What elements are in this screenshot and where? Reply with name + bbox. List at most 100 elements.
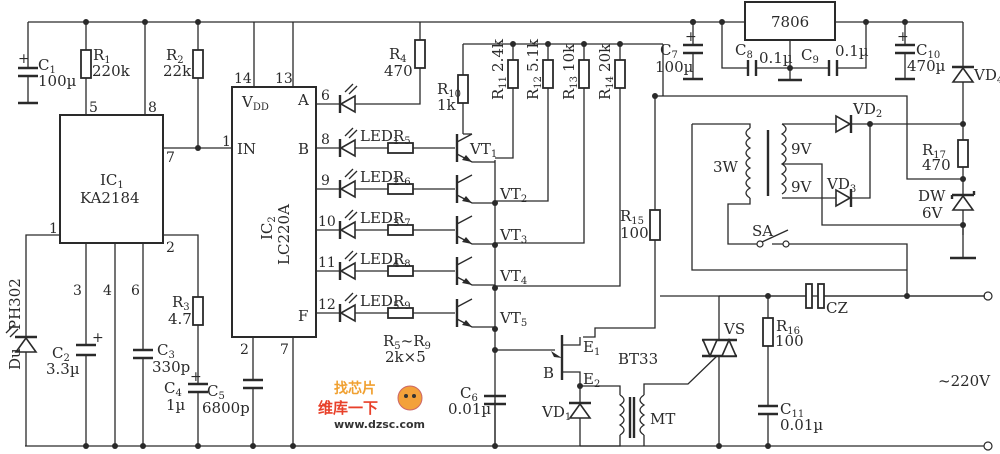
- c8-value: 0.1µ: [759, 49, 793, 67]
- mains-terminal-bottom[interactable]: [983, 441, 993, 451]
- resistor-label: R6: [393, 168, 411, 188]
- ic1-ka2184: [59, 114, 164, 244]
- svg-text:+: +: [190, 369, 202, 385]
- ic2-pin7: 7: [280, 342, 289, 358]
- transistor-vt4: VT4: [455, 256, 527, 287]
- transformer-power: 3W: [713, 158, 739, 176]
- led-label: LED2: [360, 168, 399, 188]
- transistor-vt3: VT3: [455, 215, 527, 246]
- vd3-label: VD3: [826, 175, 856, 195]
- r13-label: R1310k: [560, 43, 580, 100]
- cz-label: CZ: [826, 299, 848, 317]
- ic2-pin13: 13: [275, 71, 293, 87]
- r14-label: R1420k: [596, 43, 616, 100]
- led-icon: [339, 94, 356, 114]
- bt33-b: B: [543, 364, 554, 382]
- watermark: 找芯片 维库一下 www.dzsc.com: [318, 380, 425, 431]
- ic2-out-b: B: [298, 140, 309, 158]
- r15-label: R15: [620, 207, 644, 227]
- led-label: LED1: [360, 127, 399, 147]
- c5-label: C5: [207, 382, 225, 402]
- c1-label: C1: [38, 56, 56, 76]
- resistor-r10: [457, 74, 469, 104]
- c2-label: C2: [52, 344, 70, 364]
- c11-label: C11: [780, 400, 804, 420]
- regulator-label: 7806: [771, 13, 809, 31]
- svg-text:+: +: [897, 29, 909, 45]
- ic1-pin2: 2: [166, 240, 175, 256]
- dw-label: DW: [918, 187, 946, 205]
- resistor-r13: R1310k: [495, 43, 590, 244]
- resistor-r14: R1420k: [495, 43, 626, 287]
- resistor-r15: [649, 209, 661, 241]
- resistor-r16: [762, 317, 774, 347]
- ic2-pin: 12: [318, 297, 336, 313]
- bt33-e1: E1: [583, 338, 600, 358]
- led-icon: [339, 220, 356, 240]
- c6-value: 0.01µ: [448, 400, 491, 418]
- r1-value: 220k: [92, 62, 131, 80]
- c3-label: C3: [157, 341, 175, 361]
- led-icon: [339, 138, 356, 158]
- c5-value: 6800p: [202, 399, 250, 417]
- r10-label: R10: [437, 80, 461, 100]
- ic2-lc220a: [231, 86, 317, 338]
- diode-vd2: [835, 114, 852, 134]
- ic2-pin: 10: [318, 214, 336, 230]
- led-label: LED4: [360, 250, 399, 270]
- r4-label: R4: [389, 45, 407, 65]
- vs-label: VS: [723, 320, 745, 338]
- ic2-pin: 8: [321, 132, 330, 148]
- resistor-r11: R112.4k: [489, 38, 519, 159]
- resistor-r9: [387, 307, 414, 319]
- c1-value: 100µ: [38, 72, 77, 90]
- du-part: PH302: [6, 278, 24, 330]
- r2-label: R2: [166, 46, 184, 66]
- c6-label: C6: [460, 384, 478, 404]
- resistor-label: R8: [393, 250, 411, 270]
- ic1-pin1: 1: [49, 221, 58, 237]
- ic1-pin4: 4: [103, 283, 112, 299]
- vt-label: VT4: [499, 267, 527, 287]
- svg-text:+: +: [685, 29, 697, 45]
- resistor-r4: [414, 39, 426, 69]
- capacitor-c1: +: [18, 22, 38, 105]
- transistor-vt5: VT5: [455, 298, 527, 329]
- switch-sa[interactable]: [756, 229, 790, 248]
- svg-text:找芯片: 找芯片: [334, 380, 376, 397]
- resistor-r6: [387, 183, 414, 195]
- r10-value: 1k: [437, 96, 457, 114]
- resistor-r3: [192, 296, 204, 326]
- transformer-primary: [745, 127, 752, 199]
- c4-value: 1µ: [166, 396, 186, 414]
- r2-value: 22k: [163, 62, 192, 80]
- r1-label: R1: [93, 46, 111, 66]
- c9-value: 0.1µ: [835, 42, 869, 60]
- resistor-label: R7: [393, 209, 411, 229]
- r4-value: 470: [384, 62, 413, 80]
- vt-label: VT3: [499, 226, 527, 246]
- ic1-pin5: 5: [89, 100, 98, 116]
- resistor-r5: [387, 142, 414, 154]
- vt-label: VT5: [499, 309, 527, 329]
- resistor-label: R5: [393, 127, 411, 147]
- vd2-label: VD2: [852, 100, 882, 120]
- resistor-r12: R125.1k: [495, 38, 554, 202]
- ic2-out-a: A: [297, 91, 309, 109]
- r3-value: 4.7: [168, 310, 192, 328]
- mt-primary: [618, 394, 625, 436]
- mains-terminal-top[interactable]: [983, 291, 993, 301]
- led-row-0: 6: [316, 83, 358, 114]
- led-label: LED5: [360, 292, 399, 312]
- vt-label: VT2: [499, 185, 527, 205]
- svg-text:维库一下: 维库一下: [318, 399, 378, 417]
- resistor-r8: [387, 265, 414, 277]
- photodiode-du[interactable]: [5, 324, 38, 353]
- ic2-in: IN: [237, 140, 256, 158]
- diode-vd1: [568, 402, 592, 419]
- du-label: Du: [6, 348, 24, 370]
- ic2-pin1: 1: [222, 134, 231, 150]
